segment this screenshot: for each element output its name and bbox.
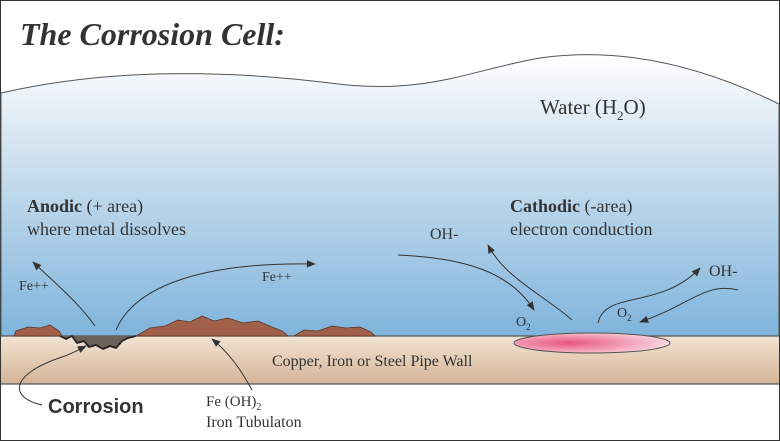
deposit-center xyxy=(134,315,290,337)
water-label-sub: 2 xyxy=(617,108,624,123)
oh-right-label: OH- xyxy=(709,263,737,280)
feoh-main: Fe (OH) xyxy=(206,394,256,410)
o2-left-sub: 2 xyxy=(526,322,531,332)
arrow-oh-left xyxy=(487,244,573,321)
title: The Corrosion Cell: xyxy=(20,16,285,52)
o2-left-main: O xyxy=(516,315,526,330)
arrow-feoh xyxy=(211,338,253,391)
anodic-bold: Anodic xyxy=(27,196,82,216)
cathodic-bold: Cathodic xyxy=(510,196,580,216)
feoh-line2: Iron Tubulaton xyxy=(206,414,302,431)
o2-left-label: O2 xyxy=(516,315,531,332)
o2-right-main: O xyxy=(617,306,627,321)
water-label-end: O) xyxy=(624,95,646,119)
feoh-label: Fe (OH)2 xyxy=(206,394,261,413)
deposit-left xyxy=(13,324,63,337)
fe-left-label: Fe++ xyxy=(19,279,49,294)
water-label: Water (H2O) xyxy=(540,95,646,123)
anodic-label: Anodic (+ area) xyxy=(27,196,143,217)
cathode-area xyxy=(513,332,671,354)
arrow-fe-right xyxy=(115,260,316,331)
arrow-fe-left xyxy=(32,261,96,327)
cathodic-rest: (-area) xyxy=(580,196,632,217)
arrow-oh-right xyxy=(597,267,701,324)
anodic-line2: where metal dissolves xyxy=(27,219,186,239)
arrows xyxy=(18,244,739,406)
water-label-text: Water (H xyxy=(540,95,617,119)
anodic-rest: (+ area) xyxy=(82,196,143,217)
water-body xyxy=(0,54,780,337)
o2-right-sub: 2 xyxy=(627,313,632,323)
cathodic-line2: electron conduction xyxy=(510,219,652,239)
oh-left-label: OH- xyxy=(430,226,458,243)
corrosion-pit xyxy=(59,335,137,350)
feoh-sub: 2 xyxy=(256,402,261,413)
cathodic-label: Cathodic (-area) xyxy=(510,196,632,217)
o2-right-label: O2 xyxy=(617,306,632,323)
pipe-wall-label: Copper, Iron or Steel Pipe Wall xyxy=(272,353,473,370)
arrow-o2-right xyxy=(639,287,739,323)
deposit-right xyxy=(292,325,376,337)
fe-right-label: Fe++ xyxy=(262,270,292,285)
arrow-corrosion xyxy=(18,345,87,406)
arrow-o2-left xyxy=(397,254,535,311)
corrosion-label: Corrosion xyxy=(48,396,144,418)
